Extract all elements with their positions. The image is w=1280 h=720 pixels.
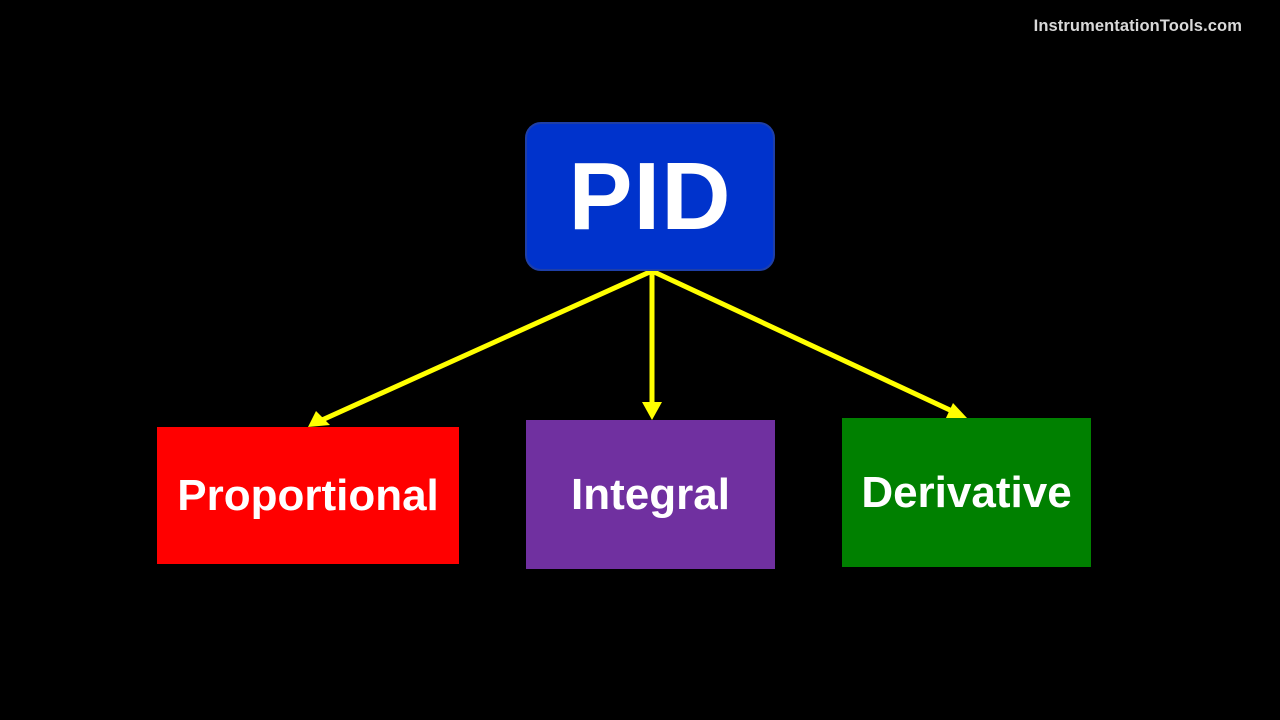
proportional-label: Proportional [177, 470, 439, 520]
derivative-label: Derivative [861, 467, 1072, 517]
arrowhead-derivative [945, 403, 967, 420]
arrowhead-integral [642, 402, 662, 420]
site-watermark: InstrumentationTools.com [1033, 17, 1242, 35]
pid-root-label: PID [568, 142, 732, 250]
proportional-box: Proportional [157, 427, 459, 564]
integral-label: Integral [571, 469, 730, 519]
arrow-to-derivative [649, 268, 955, 414]
derivative-box: Derivative [842, 418, 1091, 567]
integral-box: Integral [526, 420, 775, 569]
arrowhead-proportional [308, 411, 330, 427]
arrow-to-proportional [319, 268, 655, 423]
pid-root-box: PID [525, 122, 775, 271]
